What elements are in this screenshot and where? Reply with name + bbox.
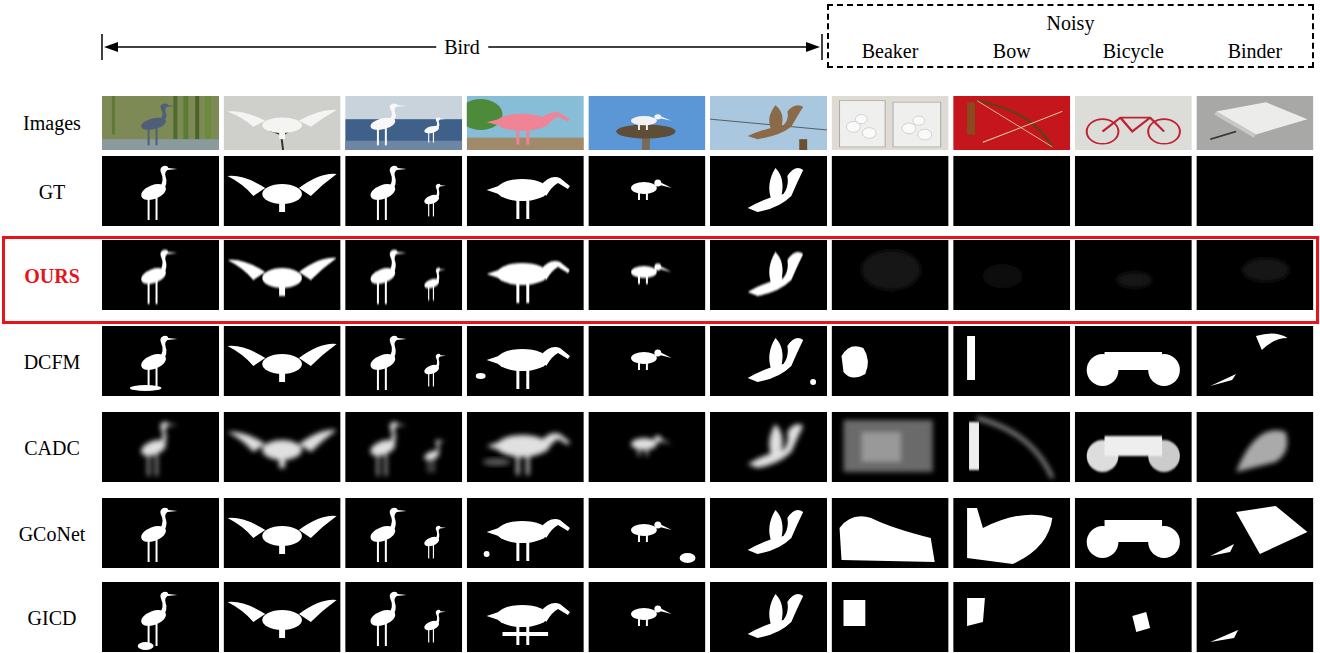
noisy-group-box: NoisyBeaker Bow Bicycle Binder xyxy=(827,4,1314,68)
row-label: GICD xyxy=(28,607,77,629)
category-label: Binder xyxy=(1228,40,1282,62)
group-label: Noisy xyxy=(1047,12,1095,34)
category-label: Beaker xyxy=(862,40,919,62)
row-label: GCoNet xyxy=(19,523,86,545)
bird-span-arrow xyxy=(102,34,822,60)
highlight-box: OURS xyxy=(2,236,1319,324)
row-label: DCFM xyxy=(24,351,81,373)
row-label: CADC xyxy=(24,437,80,459)
group-label: Bird xyxy=(436,36,488,58)
row-label: GT xyxy=(39,181,66,203)
category-label: Bow xyxy=(993,40,1031,62)
category-label: Bicycle xyxy=(1103,40,1164,62)
row-label: OURS xyxy=(24,265,80,287)
row-label: Images xyxy=(23,112,81,134)
